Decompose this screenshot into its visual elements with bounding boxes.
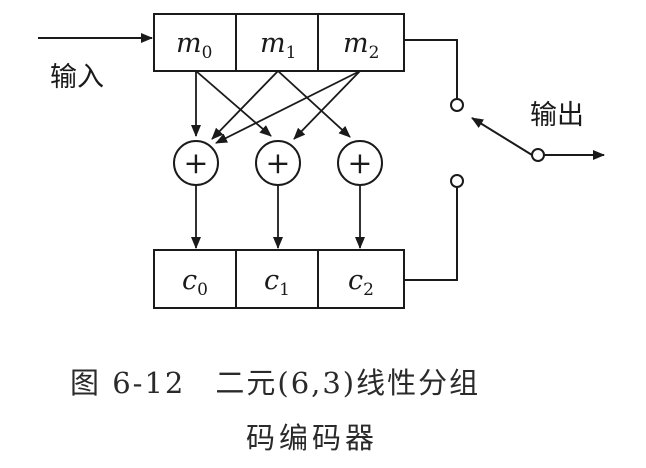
connection-lines: [191, 70, 361, 144]
figure-caption-line1: 图 6-12 二元(6,3)线性分组: [70, 366, 480, 400]
switch-contact-upper: [450, 98, 464, 112]
adder-symbol: +: [265, 146, 290, 181]
cell-label-c0: c0: [182, 265, 208, 300]
figure-caption-line2: 码编码器: [246, 421, 378, 455]
input-label: 输入: [50, 62, 104, 93]
cell-label-m0: m0: [176, 28, 212, 63]
figure-title: 二元(6,3)线性分组: [215, 366, 480, 400]
adder-2: +: [337, 140, 383, 186]
switch-pivot: [531, 148, 545, 162]
message-register: m0 m1 m2: [153, 13, 405, 72]
adder-symbol: +: [183, 146, 208, 181]
check-register: c0 c1 c2: [153, 249, 405, 309]
modulo2-adders: + + +: [173, 140, 383, 186]
adder-symbol: +: [347, 146, 372, 181]
cell-label-c1: c1: [264, 265, 290, 300]
adder-1: +: [255, 140, 301, 186]
output-label: 输出: [530, 100, 584, 131]
adder-0: +: [173, 140, 219, 186]
cell-label-c2: c2: [348, 265, 374, 300]
register-cell-m2: [317, 13, 405, 72]
cell-label-m2: m2: [343, 28, 379, 63]
adder-output-arrows: [191, 185, 365, 249]
switch-contact-lower: [450, 174, 464, 188]
figure-number: 图 6-12: [70, 366, 185, 400]
output-switch: [404, 39, 605, 281]
cell-label-m1: m1: [260, 28, 296, 63]
